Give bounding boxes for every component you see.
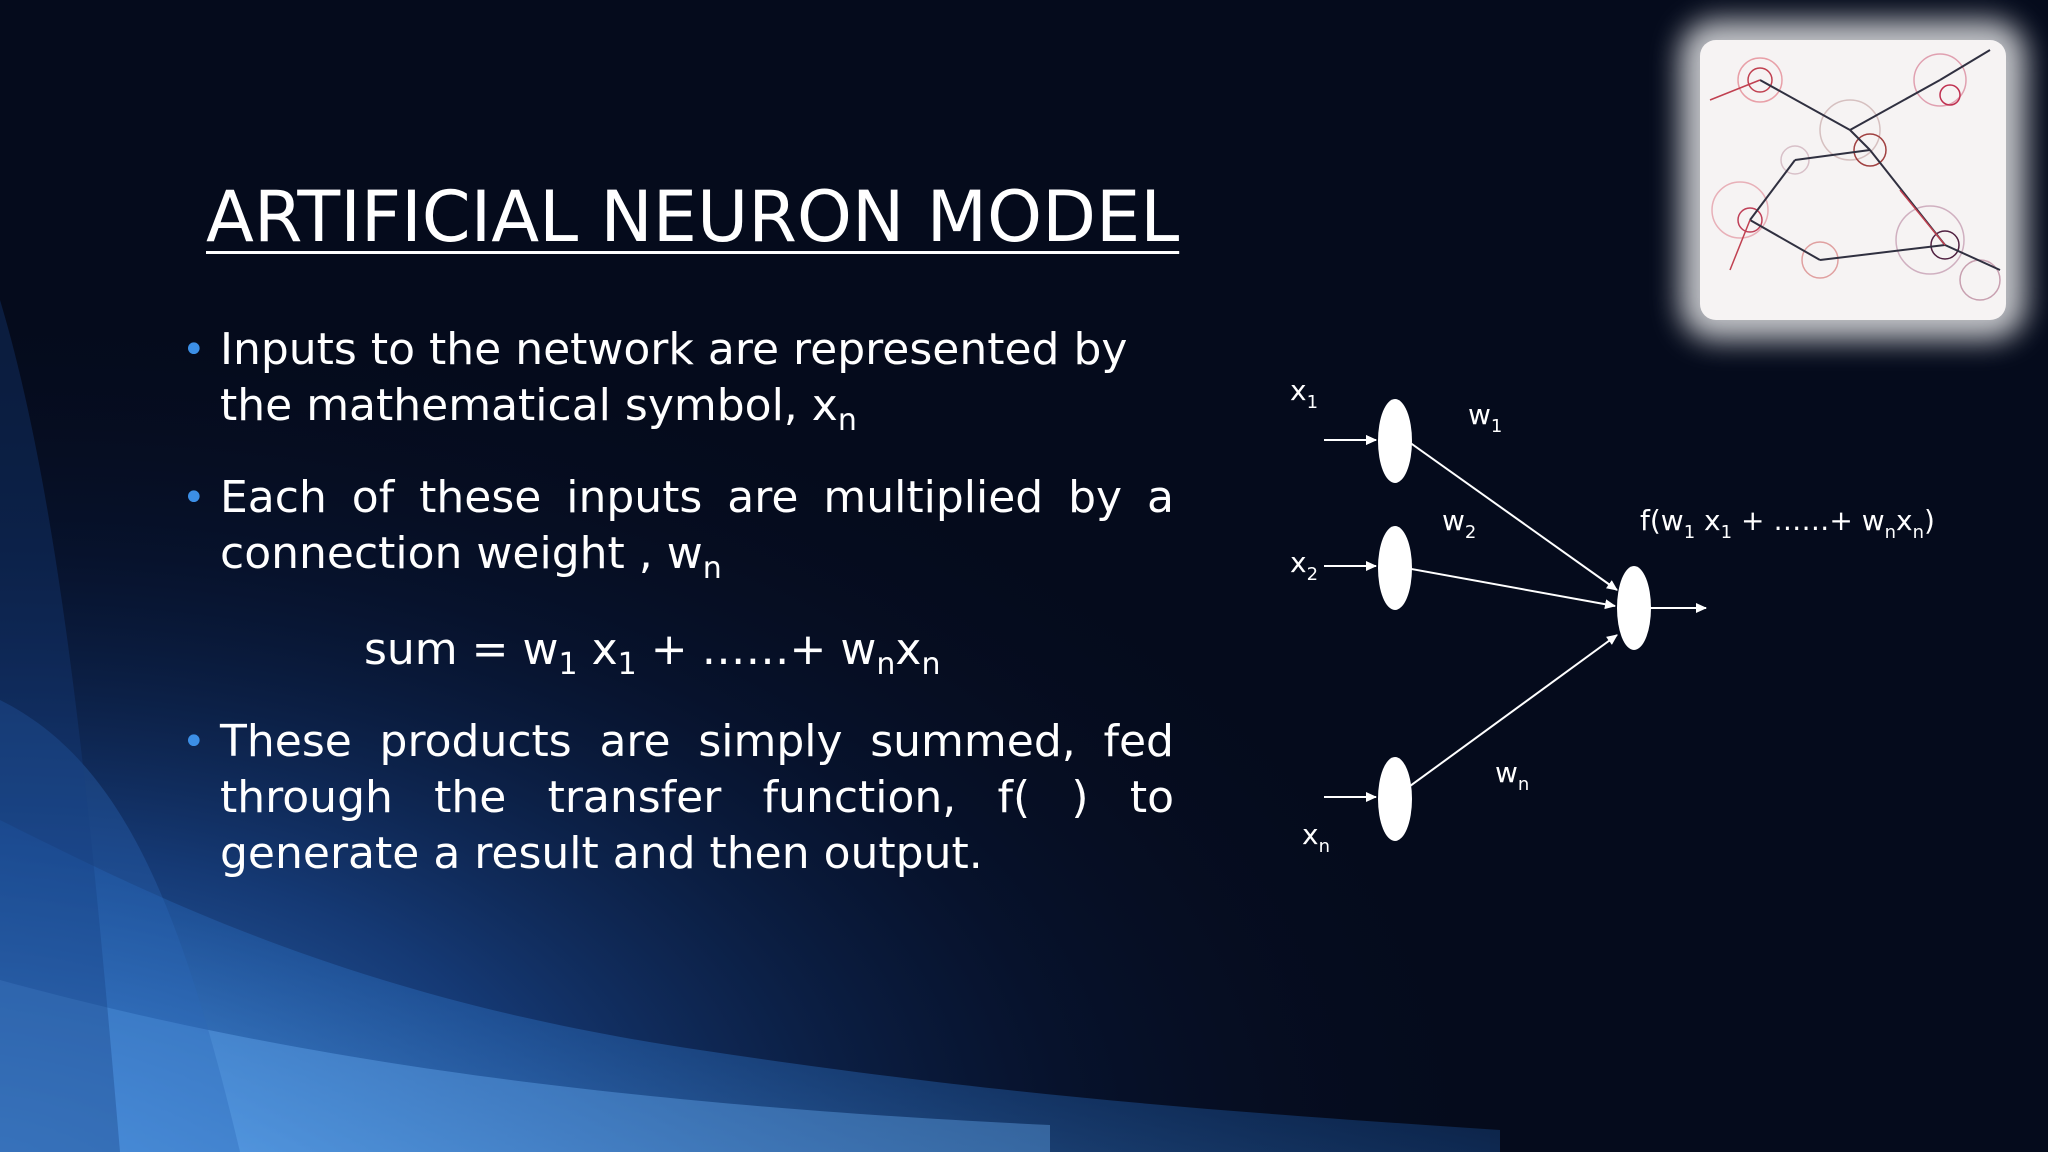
input-node-n xyxy=(1378,757,1412,841)
weight-label-n: wn xyxy=(1495,756,1529,795)
bullet-item-summed: • These products are simply summed, fed … xyxy=(178,714,1174,882)
input-node-2 xyxy=(1378,526,1412,610)
weight-label-2: w2 xyxy=(1442,504,1476,543)
formula-part: + ……+ w xyxy=(636,624,877,675)
formula-part: sum = w xyxy=(364,624,559,675)
formula-subscript: n xyxy=(921,647,941,682)
bullet-icon: • xyxy=(182,327,206,373)
bullet-icon: • xyxy=(182,475,206,521)
output-node xyxy=(1617,566,1651,650)
bullet-subscript: n xyxy=(702,551,722,586)
formula-subscript: 1 xyxy=(617,647,637,682)
bullet-text: Inputs to the network are represented by… xyxy=(220,324,1128,431)
input-label-1: x1 xyxy=(1290,374,1318,413)
bullet-text: Each of these inputs are multiplied by a… xyxy=(220,472,1174,579)
bullet-text: These products are simply summed, fed th… xyxy=(220,716,1174,879)
slide-title: ARTIFICIAL NEURON MODEL xyxy=(206,176,1180,258)
connection-line-1 xyxy=(1394,431,1618,591)
connection-line-2 xyxy=(1394,565,1616,610)
formula-subscript: 1 xyxy=(558,647,578,682)
bullet-item-weights: • Each of these inputs are multiplied by… xyxy=(178,470,1174,584)
connection-line-n xyxy=(1394,634,1618,798)
formula-part: x xyxy=(577,624,618,675)
formula-subscript: n xyxy=(876,647,896,682)
bullet-icon: • xyxy=(182,719,206,765)
neuron-diagram: x1 x2 xn w1 w2 wn f(w1 x1 + ……+ wnxn) xyxy=(1290,374,1935,857)
bullet-subscript: n xyxy=(837,403,857,438)
bullet-item-inputs: • Inputs to the network are represented … xyxy=(178,322,1174,436)
weight-label-1: w1 xyxy=(1468,398,1502,437)
network-graph-icon xyxy=(1709,49,2001,301)
input-label-2: x2 xyxy=(1290,546,1318,585)
input-node-1 xyxy=(1378,399,1412,483)
input-label-n: xn xyxy=(1302,818,1330,857)
output-formula-label: f(w1 x1 + ……+ wnxn) xyxy=(1640,504,1935,543)
formula-part: x xyxy=(895,624,922,675)
network-graph-image xyxy=(1700,40,2006,320)
sum-formula: sum = w1 x1 + ……+ wnxn xyxy=(364,624,940,680)
bullet-list: • Inputs to the network are represented … xyxy=(178,322,1174,918)
